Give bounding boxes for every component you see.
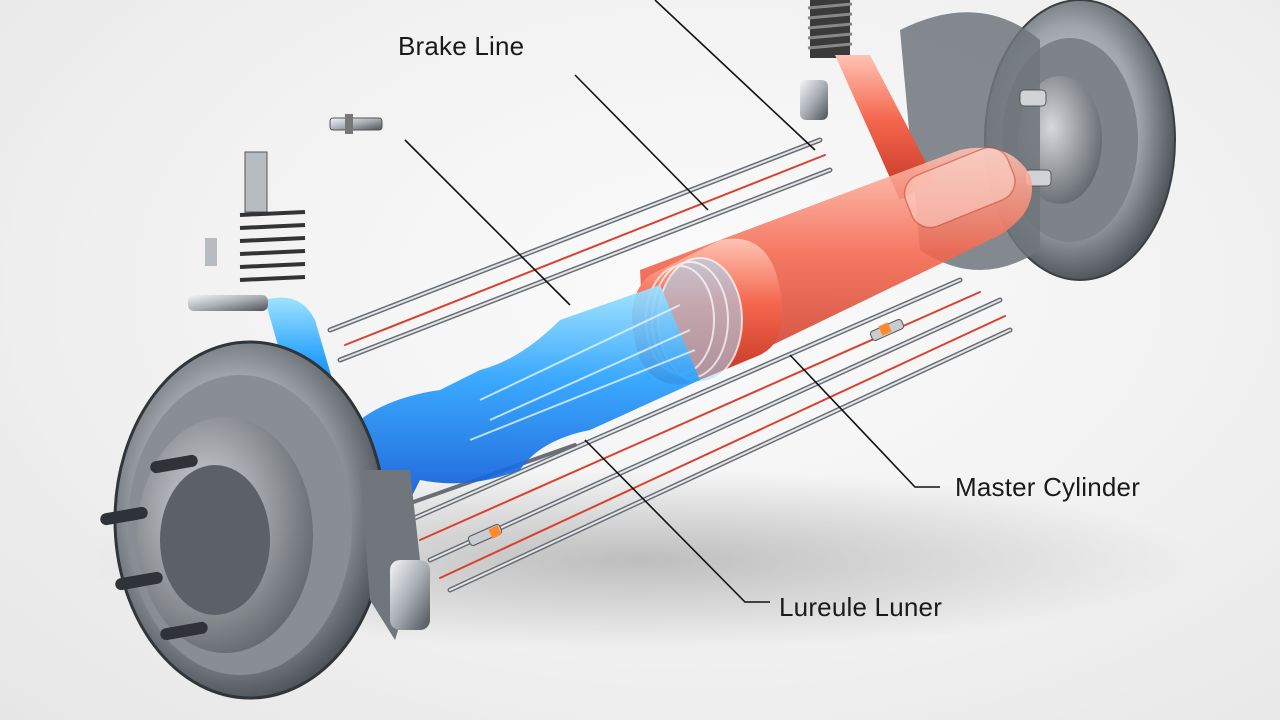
callout-lines: [404, 0, 940, 603]
label-master-cylinder: Master Cylinder: [955, 472, 1141, 502]
front-brake-disc: [100, 340, 430, 700]
small-fitting-parts: [329, 114, 383, 134]
callout-line-third: [584, 439, 770, 603]
master-cylinder-body: [632, 146, 1032, 385]
label-third-component: Lureule Luner: [779, 592, 943, 622]
label-brake-line: Brake Line: [398, 31, 525, 61]
rear-shock-absorber: [800, 0, 935, 200]
callout-line-brake-line: [574, 74, 709, 211]
callout-line-master-cylinder: [789, 354, 940, 488]
front-shock-absorber: [188, 151, 306, 311]
line-fittings: [467, 318, 905, 547]
callout-line-top: [654, 0, 816, 151]
callout-line-left: [404, 139, 571, 306]
